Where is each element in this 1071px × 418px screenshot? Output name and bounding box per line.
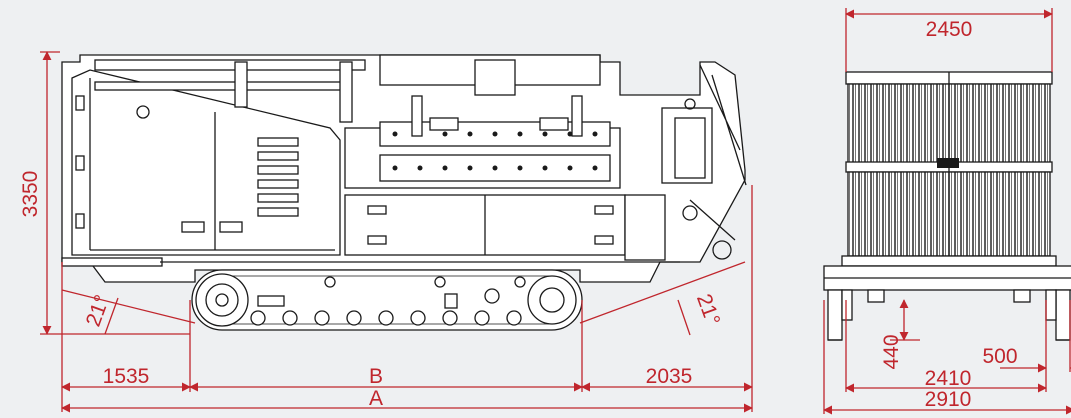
outer-width-label: 2910 [925, 388, 972, 411]
track-rollers [250, 276, 526, 326]
front-length-label: 1535 [103, 365, 150, 388]
front-view [823, 71, 1071, 341]
rear-length-label: 2035 [646, 365, 693, 388]
front-dimensions [823, 8, 1071, 415]
side-view [61, 54, 747, 331]
top-width-label: 2450 [926, 18, 973, 41]
rotor-bolts [392, 131, 598, 171]
height-dimension-label: 3350 [19, 171, 42, 218]
vent-slots [257, 137, 299, 217]
track-length-label: B [369, 365, 383, 388]
track-width-label: 500 [982, 345, 1017, 368]
total-length-label: A [369, 387, 383, 410]
idler-wheel [527, 275, 577, 325]
right-angle-label: 21° [692, 291, 724, 329]
inner-width-label: 2410 [925, 367, 972, 390]
clearance-label: 440 [880, 334, 903, 369]
side-dimensions [40, 51, 753, 413]
drive-sprocket [195, 273, 249, 327]
